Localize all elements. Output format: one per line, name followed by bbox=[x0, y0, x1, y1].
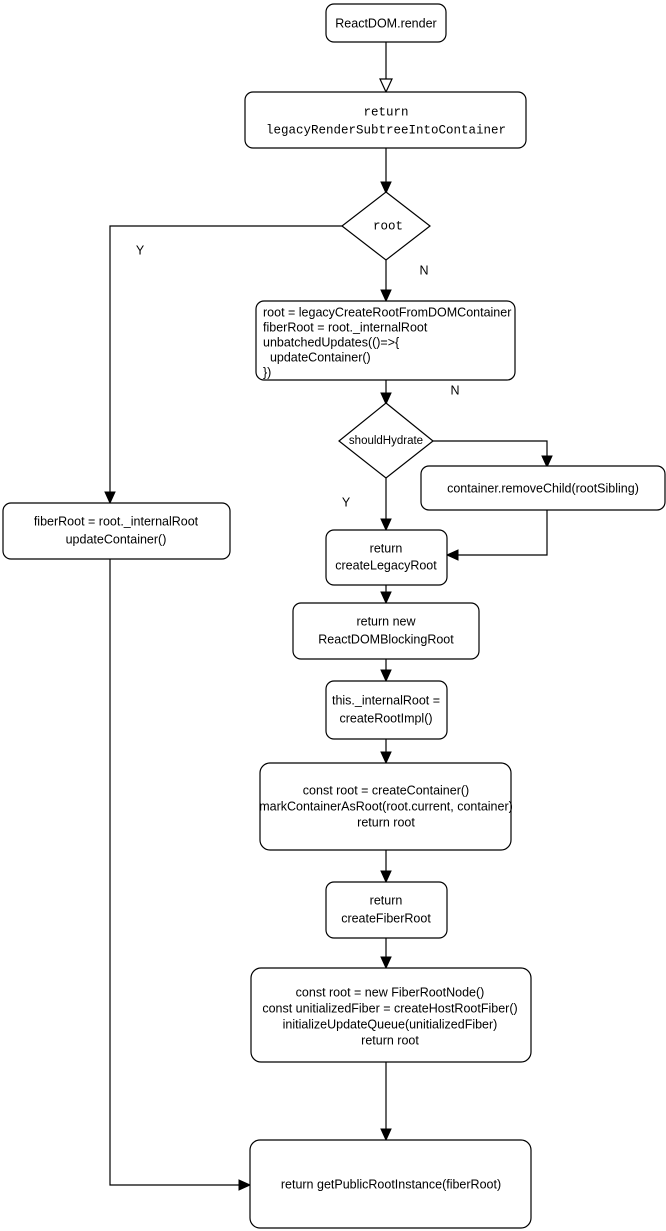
edge-internalroot-to-createcontainer bbox=[380, 739, 392, 765]
edge-removechild-to-createlegacy bbox=[445, 510, 548, 561]
root-decision-label: root bbox=[373, 219, 403, 233]
react-dom-render-box[interactable] bbox=[325, 3, 447, 43]
node-container-remove-child[interactable]: container.removeChild(rootSibling) bbox=[420, 465, 666, 511]
legacy-create-root-line1: root = legacyCreateRootFromDOMContainer bbox=[263, 305, 511, 319]
edge-label-root-no: N bbox=[419, 263, 428, 277]
node-react-dom-render[interactable]: ReactDOM.render bbox=[325, 3, 447, 43]
legacy-render-subtree-box[interactable] bbox=[244, 91, 527, 149]
fiber-root-update-line2: updateContainer() bbox=[66, 532, 167, 546]
legacy-create-root-line4: updateContainer() bbox=[263, 350, 371, 364]
legacy-create-root-line5: }) bbox=[263, 365, 271, 379]
react-dom-blocking-root-box[interactable] bbox=[292, 602, 480, 660]
legacy-create-root-box[interactable] bbox=[255, 300, 516, 381]
node-legacy-render-subtree[interactable]: return legacyRenderSubtreeIntoContainer bbox=[244, 91, 527, 149]
create-container-line2: markContainerAsRoot(root.current, contai… bbox=[259, 799, 513, 813]
root-decision-diamond[interactable] bbox=[341, 191, 431, 261]
create-legacy-root-line1: return bbox=[370, 541, 403, 555]
react-dom-blocking-root-line1: return new bbox=[356, 614, 416, 628]
node-fiber-root-update[interactable]: fiberRoot = root._internalRoot updateCon… bbox=[2, 502, 231, 560]
edge-root-yes bbox=[104, 225, 342, 505]
create-container-box[interactable] bbox=[259, 762, 512, 851]
node-root-decision[interactable]: root bbox=[341, 191, 431, 261]
node-react-dom-blocking-root[interactable]: return new ReactDOMBlockingRoot bbox=[292, 602, 480, 660]
internal-root-impl-line1: this._internalRoot = bbox=[332, 693, 440, 707]
edge-render-to-legacy bbox=[379, 42, 393, 94]
fiber-root-node-line2: const unitializedFiber = createHostRootF… bbox=[262, 1001, 517, 1015]
edge-legacycreate-to-hydrate bbox=[380, 380, 392, 406]
create-container-line3: return root bbox=[357, 815, 415, 829]
fiber-root-node-line1: const root = new FiberRootNode() bbox=[296, 985, 485, 999]
container-remove-child-box[interactable] bbox=[420, 465, 666, 511]
edge-hydrate-no bbox=[433, 440, 553, 469]
fiber-root-update-line1: fiberRoot = root._internalRoot bbox=[34, 514, 199, 528]
react-dom-blocking-root-line2: ReactDOMBlockingRoot bbox=[318, 632, 454, 646]
create-fiber-root-line1: return bbox=[370, 893, 403, 907]
edge-createfiberroot-to-fiberrootnode bbox=[380, 938, 392, 970]
edge-fiberrootnode-to-getpublic bbox=[380, 1062, 392, 1142]
node-get-public-root-instance[interactable]: return getPublicRootInstance(fiberRoot) bbox=[249, 1139, 532, 1229]
edge-label-hydrate-yes: Y bbox=[342, 495, 351, 509]
node-legacy-create-root[interactable]: root = legacyCreateRootFromDOMContainer … bbox=[255, 300, 516, 381]
create-legacy-root-box[interactable] bbox=[325, 529, 448, 586]
create-container-line1: const root = createContainer() bbox=[303, 783, 469, 797]
edge-blockingroot-to-internalroot bbox=[380, 659, 392, 683]
legacy-create-root-line3: unbatchedUpdates(()=>{ bbox=[263, 335, 399, 349]
create-legacy-root-line2: createLegacyRoot bbox=[335, 558, 437, 572]
node-should-hydrate-decision[interactable]: shouldHydrate bbox=[338, 402, 434, 479]
node-create-container[interactable]: const root = createContainer() markConta… bbox=[259, 762, 513, 851]
edge-root-no bbox=[380, 260, 392, 303]
should-hydrate-diamond[interactable] bbox=[338, 402, 434, 479]
should-hydrate-label: shouldHydrate bbox=[349, 435, 423, 447]
create-fiber-root-line2: createFiberRoot bbox=[341, 911, 431, 925]
node-internal-root-impl[interactable]: this._internalRoot = createRootImpl() bbox=[325, 680, 448, 740]
fiber-root-update-box[interactable] bbox=[2, 502, 231, 560]
edge-fiberrootupdate-to-getpublic bbox=[109, 559, 252, 1191]
edge-label-root-yes: Y bbox=[136, 243, 145, 257]
edge-label-hydrate-no: N bbox=[450, 383, 459, 397]
create-fiber-root-box[interactable] bbox=[325, 881, 448, 939]
container-remove-child-label: container.removeChild(rootSibling) bbox=[447, 481, 639, 495]
legacy-create-root-line2: fiberRoot = root._internalRoot bbox=[263, 320, 428, 334]
edge-legacy-to-root bbox=[380, 148, 392, 195]
legacy-render-subtree-line2: legacyRenderSubtreeIntoContainer bbox=[266, 123, 506, 137]
get-public-root-instance-label: return getPublicRootInstance(fiberRoot) bbox=[281, 1177, 501, 1191]
edge-hydrate-yes bbox=[380, 478, 392, 532]
react-dom-render-label: ReactDOM.render bbox=[335, 16, 436, 30]
edge-createlegacy-to-blockingroot bbox=[380, 585, 392, 605]
get-public-root-instance-box[interactable] bbox=[249, 1139, 532, 1229]
edge-createcontainer-to-createfiberroot bbox=[380, 850, 392, 884]
internal-root-impl-line2: createRootImpl() bbox=[339, 711, 432, 725]
internal-root-impl-box[interactable] bbox=[325, 680, 448, 740]
fiber-root-node-line4: return root bbox=[361, 1033, 419, 1047]
fiber-root-node-box[interactable] bbox=[250, 967, 532, 1063]
node-create-fiber-root[interactable]: return createFiberRoot bbox=[325, 881, 448, 939]
fiber-root-node-line3: initializeUpdateQueue(unitializedFiber) bbox=[283, 1017, 498, 1031]
legacy-render-subtree-line1: return bbox=[363, 105, 408, 119]
node-create-legacy-root[interactable]: return createLegacyRoot bbox=[325, 529, 448, 586]
node-fiber-root-node[interactable]: const root = new FiberRootNode() const u… bbox=[250, 967, 532, 1063]
